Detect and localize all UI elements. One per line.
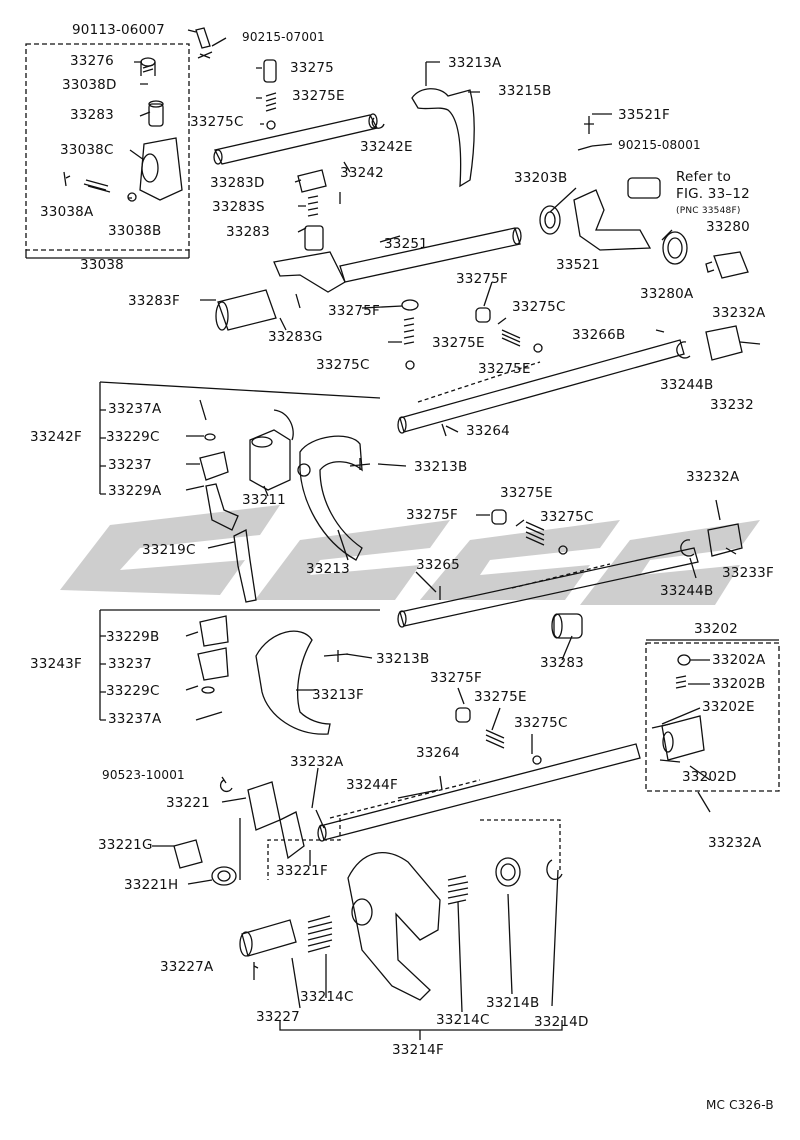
- part-label-33038C: 33038C: [60, 142, 114, 158]
- part-label-33242E: 33242E: [360, 139, 413, 155]
- part-label-33521F: 33521F: [618, 107, 670, 123]
- part-label-33242: 33242: [340, 165, 384, 181]
- part-label-33264-b: 33264: [416, 745, 460, 761]
- part-label-33275E-e: 33275E: [474, 689, 527, 705]
- group-label-33038: 33038: [80, 257, 124, 273]
- part-label-33202B: 33202B: [712, 676, 766, 692]
- part-label-33276: 33276: [70, 53, 114, 69]
- part-label-90215-07001: 90215-07001: [242, 30, 325, 44]
- part-label-33275E: 33275E: [292, 88, 345, 104]
- part-label-33275C-c: 33275C: [316, 357, 370, 373]
- group-label-33242F: 33242F: [30, 429, 82, 445]
- part-label-33283-c: 33283: [540, 655, 584, 671]
- part-label-33275C: 33275C: [190, 114, 244, 130]
- part-label-90523-10001: 90523-10001: [102, 768, 185, 782]
- part-label-33521: 33521: [556, 257, 600, 273]
- group-box-33038: [25, 43, 190, 251]
- part-label-33227: 33227: [256, 1009, 300, 1025]
- reference-note-line3: (PNC 33548F): [676, 206, 741, 216]
- part-label-33202E: 33202E: [702, 699, 755, 715]
- part-label-33237A-b: 33237A: [108, 711, 162, 727]
- part-label-33221G: 33221G: [98, 837, 153, 853]
- part-label-33213B-b: 33213B: [376, 651, 430, 667]
- part-label-33283-b: 33283: [226, 224, 270, 240]
- part-label-33275E-b: 33275E: [432, 335, 485, 351]
- group-label-33202: 33202: [694, 621, 738, 637]
- part-label-33202A: 33202A: [712, 652, 766, 668]
- part-label-33275: 33275: [290, 60, 334, 76]
- part-label-33283F: 33283F: [128, 293, 180, 309]
- part-label-33265: 33265: [416, 557, 460, 573]
- part-label-33237-a: 33237: [108, 457, 152, 473]
- figure-code: MC C326-B: [706, 1098, 774, 1112]
- part-label-33283S: 33283S: [212, 199, 265, 215]
- group-box-33202: [645, 642, 780, 792]
- part-label-33202D: 33202D: [682, 769, 737, 785]
- part-label-90215-08001: 90215-08001: [618, 138, 701, 152]
- part-label-33211: 33211: [242, 492, 286, 508]
- part-label-33221H: 33221H: [124, 877, 179, 893]
- part-label-33215B: 33215B: [498, 83, 552, 99]
- part-label-33251: 33251: [384, 236, 428, 252]
- part-label-33221: 33221: [166, 795, 210, 811]
- part-label-33283: 33283: [70, 107, 114, 123]
- part-label-33229C-b: 33229C: [106, 683, 160, 699]
- part-label-33232A-a: 33232A: [712, 305, 766, 321]
- part-label-33275E-c: 33275E: [478, 361, 531, 377]
- part-label-33038D: 33038D: [62, 77, 117, 93]
- part-label-33266B: 33266B: [572, 327, 626, 343]
- part-label-33275C-b: 33275C: [512, 299, 566, 315]
- part-label-33229B: 33229B: [106, 629, 160, 645]
- part-label-33233F: 33233F: [722, 565, 774, 581]
- part-label-33219C: 33219C: [142, 542, 196, 558]
- part-label-33227A: 33227A: [160, 959, 214, 975]
- part-label-33280: 33280: [706, 219, 750, 235]
- part-label-33275F-b: 33275F: [456, 271, 508, 287]
- part-label-33283D: 33283D: [210, 175, 265, 191]
- part-label-33221F: 33221F: [276, 863, 328, 879]
- part-label-33244B-a: 33244B: [660, 377, 714, 393]
- part-label-33275F-a: 33275F: [328, 303, 380, 319]
- group-label-33214F: 33214F: [392, 1042, 444, 1058]
- part-label-33038B: 33038B: [108, 223, 162, 239]
- reference-note-line2: FIG. 33–12: [676, 186, 750, 202]
- part-label-33275C-e: 33275C: [514, 715, 568, 731]
- part-label-33232A-d: 33232A: [290, 754, 344, 770]
- part-label-33275F-c: 33275F: [406, 507, 458, 523]
- part-label-33213B-a: 33213B: [414, 459, 468, 475]
- part-label-33214B: 33214B: [486, 995, 540, 1011]
- part-label-33229A: 33229A: [108, 483, 162, 499]
- part-label-33237A-a: 33237A: [108, 401, 162, 417]
- part-label-33229C-a: 33229C: [106, 429, 160, 445]
- part-label-33280A: 33280A: [640, 286, 694, 302]
- part-label-33213: 33213: [306, 561, 350, 577]
- part-label-33244B-b: 33244B: [660, 583, 714, 599]
- group-label-33243F: 33243F: [30, 656, 82, 672]
- reference-note-line1: Refer to: [676, 169, 732, 185]
- part-label-33213A: 33213A: [448, 55, 502, 71]
- part-label-33232A-b: 33232A: [686, 469, 740, 485]
- part-label-33214D: 33214D: [534, 1014, 589, 1030]
- part-label-33264-a: 33264: [466, 423, 510, 439]
- part-label-33203B: 33203B: [514, 170, 568, 186]
- part-label-90113-06007: 90113-06007: [72, 22, 165, 38]
- part-label-33232A-c: 33232A: [708, 835, 762, 851]
- part-label-33232: 33232: [710, 397, 754, 413]
- part-label-33237-b: 33237: [108, 656, 152, 672]
- part-label-33283G: 33283G: [268, 329, 323, 345]
- part-label-33244F: 33244F: [346, 777, 398, 793]
- part-label-33275E-d: 33275E: [500, 485, 553, 501]
- part-label-33214C-a: 33214C: [300, 989, 354, 1005]
- part-label-33038A: 33038A: [40, 204, 94, 220]
- part-label-33213F: 33213F: [312, 687, 364, 703]
- part-label-33214C-b: 33214C: [436, 1012, 490, 1028]
- part-label-33275C-d: 33275C: [540, 509, 594, 525]
- part-label-33275F-d: 33275F: [430, 670, 482, 686]
